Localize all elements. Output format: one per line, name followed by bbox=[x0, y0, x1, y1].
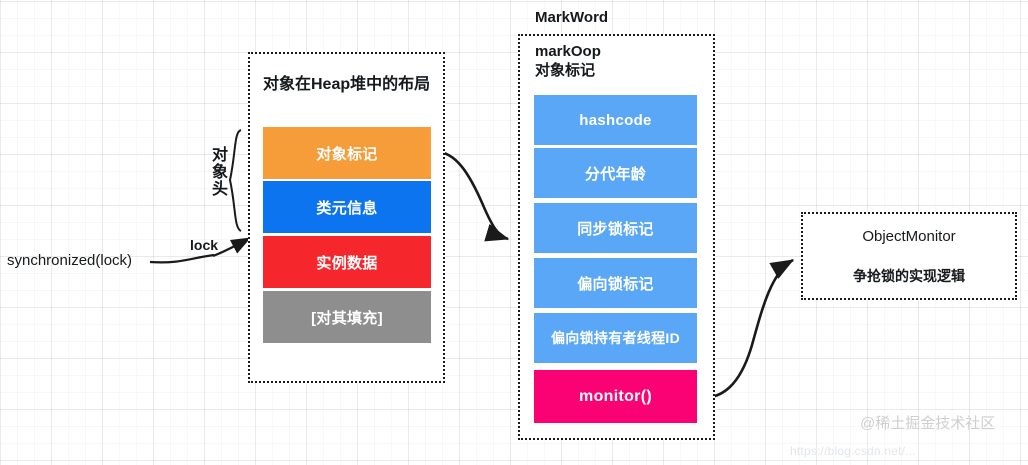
synchronized-label: synchronized(lock) bbox=[7, 252, 133, 269]
arrow-objectmonitor bbox=[701, 258, 795, 400]
markword-block-label: 偏向锁标记 bbox=[577, 275, 654, 293]
lock-label: lock bbox=[190, 237, 219, 253]
object-header-brace bbox=[228, 129, 242, 232]
heap-block-label: 对象标记 bbox=[316, 145, 378, 163]
markword-block-label: 同步锁标记 bbox=[577, 220, 654, 238]
watermark-url: https://blog.csdn.net/... bbox=[790, 444, 916, 458]
arrow-lock-to-object-header bbox=[212, 237, 251, 258]
markword-block-label: monitor() bbox=[579, 387, 652, 405]
heap-layout-title: 对象在Heap堆中的布局 bbox=[263, 76, 431, 93]
markoop-title-line1: markOop bbox=[535, 43, 601, 60]
markword-block-biased-lock-mark: 偏向锁标记 bbox=[534, 258, 697, 308]
markword-block-monitor: monitor() bbox=[534, 370, 697, 423]
heap-block-label: [对其填充] bbox=[311, 309, 383, 327]
watermark-text: @稀土掘金技术社区 bbox=[860, 415, 996, 432]
markword-block-generational-age: 分代年龄 bbox=[534, 148, 697, 198]
object-monitor-subtitle: 争抢锁的实现逻辑 bbox=[853, 268, 965, 284]
markword-external-label: MarkWord bbox=[535, 9, 609, 26]
heap-block-label: 类元信息 bbox=[316, 199, 378, 217]
markword-block-label: hashcode bbox=[579, 111, 652, 129]
object-header-char-2: 象 bbox=[211, 163, 228, 181]
object-monitor-box bbox=[801, 212, 1017, 300]
markword-block-hashcode: hashcode bbox=[534, 95, 697, 145]
arrow-synchronized-to-lock bbox=[149, 253, 215, 264]
object-header-char-3: 头 bbox=[211, 180, 228, 198]
markword-block-biased-lock-thread-id: 偏向锁持有者线程ID bbox=[534, 313, 697, 363]
heap-block-padding: [对其填充] bbox=[263, 291, 431, 343]
heap-block-instance-data: 实例数据 bbox=[263, 236, 431, 288]
markoop-title-line2: 对象标记 bbox=[535, 62, 596, 79]
heap-block-object-mark: 对象标记 bbox=[263, 127, 431, 179]
markword-block-label: 偏向锁持有者线程ID bbox=[551, 330, 680, 346]
object-monitor-title: ObjectMonitor bbox=[862, 228, 956, 245]
heap-block-label: 实例数据 bbox=[316, 254, 378, 272]
markword-block-sync-lock-mark: 同步锁标记 bbox=[534, 203, 697, 253]
heap-block-class-meta: 类元信息 bbox=[263, 181, 431, 233]
object-header-char-1: 对 bbox=[211, 147, 228, 164]
markword-block-label: 分代年龄 bbox=[584, 165, 647, 183]
object-header-label: 对 象 头 bbox=[210, 147, 230, 199]
